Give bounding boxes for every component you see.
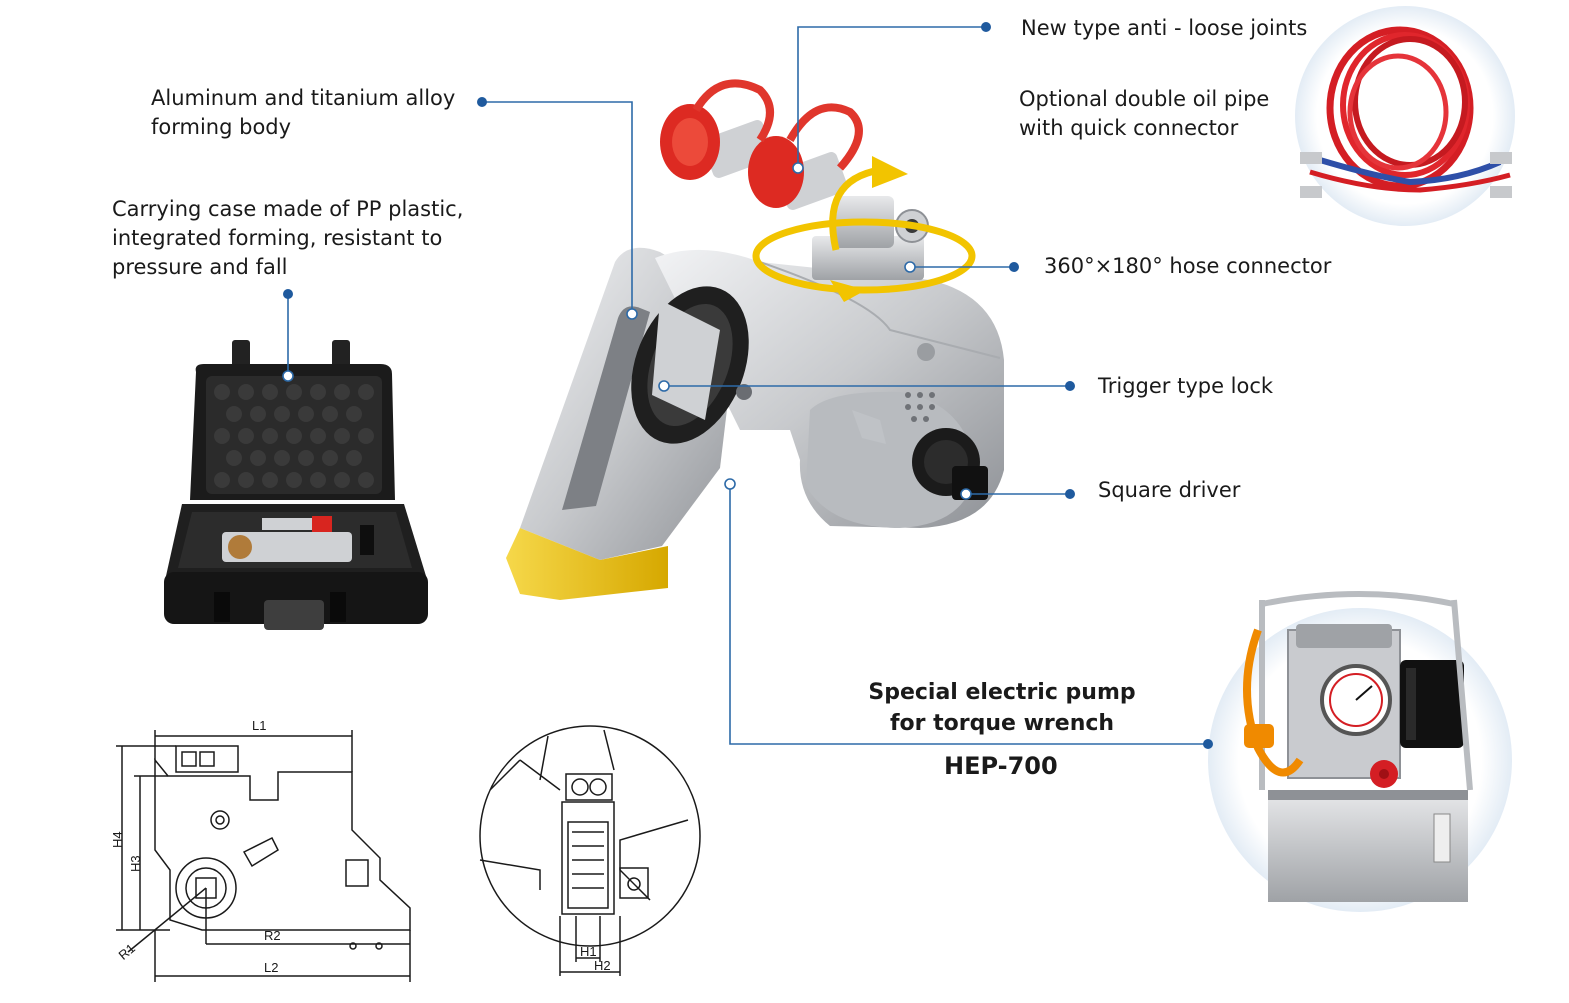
leader-lines <box>287 26 1208 745</box>
dim-label: R1 <box>116 941 138 963</box>
callout-hose-connector: 360°×180° hose connector <box>1044 254 1332 278</box>
dim-label: H3 <box>128 855 143 872</box>
oil-hose-image <box>1295 6 1515 226</box>
pump-title-line: Special electric pump <box>868 680 1136 705</box>
dim-label: H1 <box>580 944 597 959</box>
side-view-drawing <box>116 730 411 982</box>
callout-line: forming body <box>151 115 292 139</box>
leader-dots <box>283 22 1213 749</box>
dim-label: R2 <box>264 928 281 943</box>
callout-line: Optional double oil pipe <box>1019 87 1270 111</box>
callout-carrying-case: Carrying case made of PP plastic, integr… <box>112 195 463 282</box>
callout-trigger-lock: Trigger type lock <box>1098 374 1274 398</box>
dim-label: L2 <box>264 960 278 975</box>
carrying-case-image <box>164 340 428 630</box>
callout-line: Carrying case made of PP plastic, <box>112 197 464 221</box>
torque-wrench-image <box>506 79 1004 600</box>
side-view-labels: L1 H4 H3 R2 R1 L2 <box>110 718 281 975</box>
callout-line: with quick connector <box>1019 116 1239 140</box>
callout-aluminum-body: Aluminum and titanium alloy forming body <box>151 84 455 142</box>
callout-anti-loose: New type anti - loose joints <box>1021 16 1308 40</box>
electric-pump-image <box>1208 591 1512 912</box>
leader-endpoints <box>282 162 972 500</box>
front-view-drawing <box>479 725 701 976</box>
dim-label: H2 <box>594 958 611 973</box>
dim-label: H4 <box>110 831 125 848</box>
front-view-labels: H1 H2 <box>580 944 611 973</box>
callout-line: Aluminum and titanium alloy <box>151 86 456 110</box>
callout-oil-pipe: Optional double oil pipe with quick conn… <box>1019 85 1269 143</box>
pump-title: Special electric pump for torque wrench <box>862 677 1142 739</box>
callout-line: integrated forming, resistant to <box>112 226 443 250</box>
pump-title-line: for torque wrench <box>889 711 1115 736</box>
callout-square-driver: Square driver <box>1098 478 1241 502</box>
callout-line: pressure and fall <box>112 255 288 279</box>
dim-label: L1 <box>252 718 266 733</box>
pump-model: HEP-700 <box>944 752 1058 780</box>
